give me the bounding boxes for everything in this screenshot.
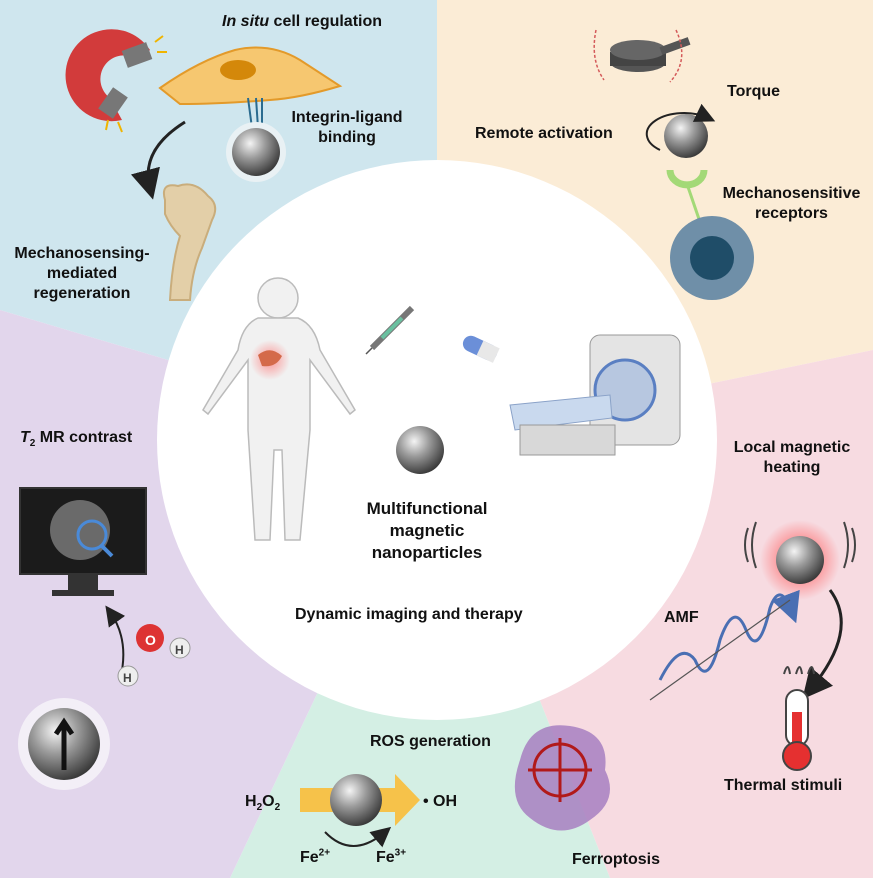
- label-oh: • OH: [423, 793, 458, 810]
- label-atom-o: O: [145, 632, 156, 648]
- receptor-stalk: [685, 183, 702, 223]
- torque-arrow: [645, 103, 716, 151]
- label-regen-line2: mediated: [46, 265, 118, 282]
- heating-particle: [776, 536, 824, 584]
- monitor-icon: [19, 487, 147, 596]
- label-in-situ-rest: cell regulation: [269, 13, 383, 30]
- bone-icon: [162, 183, 217, 301]
- label-ferroptosis: Ferroptosis: [572, 851, 661, 868]
- coil-icon: [649, 589, 800, 701]
- ros-particle: [330, 774, 382, 826]
- label-center-line1: Multifunctional: [366, 499, 488, 518]
- pill-icon: [462, 335, 500, 363]
- label-integrin-line1: Integrin-ligand: [291, 109, 403, 126]
- label-t2-rest: MR contrast: [35, 429, 133, 446]
- label-regen-line3: regeneration: [33, 285, 131, 302]
- label-h2o2: H2O2: [245, 792, 281, 814]
- receptor-cell-icon: [670, 216, 754, 300]
- label-regeneration: Mechanosensing- mediated regeneration: [2, 244, 162, 304]
- label-thermal: Thermal stimuli: [724, 777, 843, 794]
- water-molecule-icon: [117, 624, 191, 687]
- label-amf: AMF: [664, 609, 699, 626]
- label-remote: Remote activation: [475, 125, 613, 142]
- label-receptors-line1: Mechanosensitive: [722, 185, 861, 202]
- thermometer-icon: [782, 666, 815, 771]
- label-center-line3: nanoparticles: [371, 543, 483, 562]
- label-fe2-sup: 2+: [318, 847, 331, 859]
- label-receptors: Mechanosensitive receptors: [714, 184, 869, 224]
- fe-arrow: [324, 826, 392, 848]
- label-h2o2-o: O: [262, 793, 275, 810]
- label-h2o2-h: H: [245, 793, 257, 810]
- label-integrin-line2: binding: [318, 129, 376, 146]
- central-nanoparticle: [396, 426, 444, 474]
- magnet-icon: [65, 29, 167, 133]
- spin-arrow: [53, 717, 75, 770]
- label-fe3-base: Fe: [376, 849, 395, 866]
- label-center-subtitle: Dynamic imaging and therapy: [295, 606, 523, 623]
- vibration-lines: [744, 521, 856, 569]
- label-integrin: Integrin-ligand binding: [282, 108, 412, 148]
- label-atom-h2: H: [123, 671, 132, 685]
- nanoparticle-ball: [232, 128, 280, 176]
- human-body-icon: [202, 277, 356, 541]
- label-in-situ-italic: In situ: [222, 13, 270, 30]
- cell-icon: [158, 46, 343, 129]
- heat-arrow: [802, 589, 843, 700]
- syringe-icon: [365, 305, 415, 355]
- label-fe2-base: Fe: [300, 849, 319, 866]
- label-in-situ: In situ cell regulation: [222, 12, 382, 32]
- label-center-title: Multifunctional magnetic nanoparticles: [352, 498, 502, 564]
- mri-scanner-icon: [509, 334, 681, 456]
- label-heating-line1: Local magnetic: [733, 439, 851, 456]
- torque-particle: [664, 114, 708, 158]
- label-h2o2-sub2: 2: [274, 802, 281, 814]
- label-atom-h1: H: [175, 643, 184, 657]
- ferroptotic-cell-icon: [514, 725, 610, 831]
- label-t2-italic: T: [20, 429, 30, 446]
- label-regen-line1: Mechanosensing-: [14, 245, 150, 262]
- label-h2o2-sub1: 2: [256, 802, 263, 814]
- magnetic-device-icon: [593, 29, 691, 83]
- label-fe3: Fe3+: [376, 848, 406, 868]
- label-fe3-sup: 3+: [394, 847, 407, 859]
- label-receptors-line2: receptors: [755, 205, 828, 222]
- label-ros: ROS generation: [370, 733, 491, 750]
- label-fe2: Fe2+: [300, 848, 330, 868]
- label-center-line2: magnetic: [389, 521, 465, 540]
- label-heating-line2: heating: [763, 459, 821, 476]
- curved-arrow: [130, 120, 186, 200]
- label-t2: T2 MR contrast: [20, 428, 133, 450]
- label-torque: Torque: [727, 83, 781, 100]
- label-t2-sub: 2: [29, 438, 36, 450]
- label-heating: Local magnetic heating: [722, 438, 862, 478]
